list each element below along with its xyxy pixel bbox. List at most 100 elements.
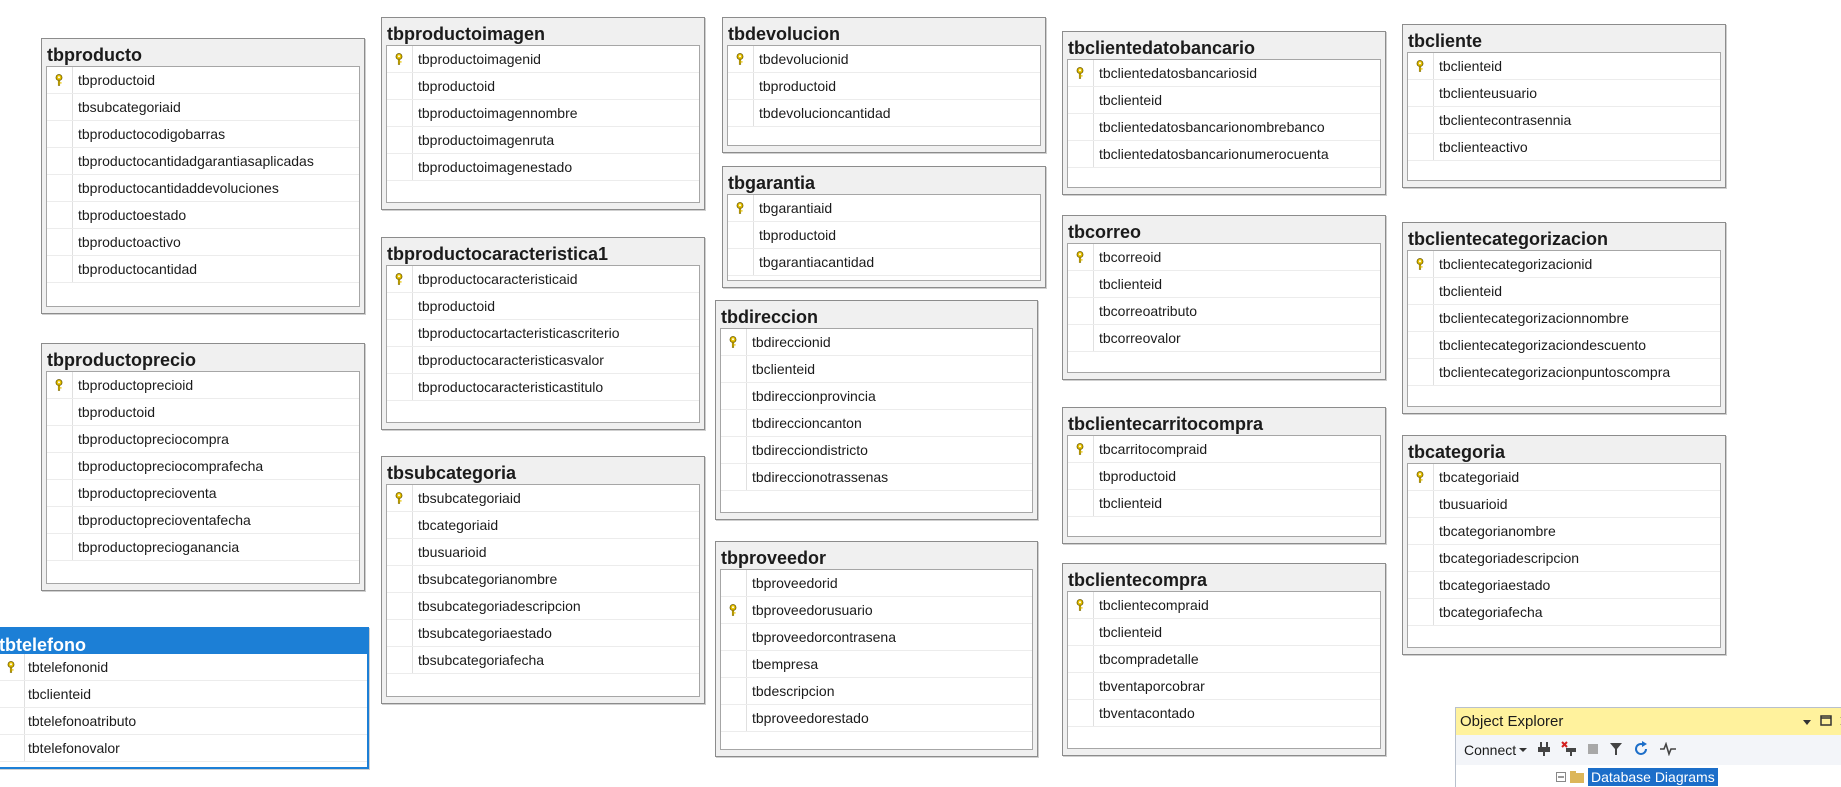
row-selector[interactable]	[387, 374, 413, 400]
row-selector[interactable]	[1408, 599, 1434, 625]
column-row[interactable]: tbproductocantidaddevoluciones	[47, 175, 359, 202]
row-selector[interactable]	[1068, 490, 1094, 516]
column-row[interactable]: tbproductoprecioventa	[47, 480, 359, 507]
row-selector[interactable]	[47, 426, 73, 452]
row-selector[interactable]	[47, 399, 73, 425]
column-row[interactable]: tbproductocantidadgarantiasaplicadas	[47, 148, 359, 175]
row-selector[interactable]	[1068, 271, 1094, 297]
row-selector[interactable]	[1068, 87, 1094, 113]
column-row[interactable]: tbclientecontrasennia	[1408, 107, 1720, 134]
column-row[interactable]: tbproveedorcontrasena	[721, 624, 1032, 651]
column-row[interactable]: tbproveedorid	[721, 570, 1032, 597]
column-row[interactable]: tbcorreovalor	[1068, 325, 1380, 352]
column-row[interactable]: tbclientedatosbancarionumerocuenta	[1068, 141, 1380, 168]
row-selector[interactable]	[721, 437, 747, 463]
row-selector[interactable]	[1408, 53, 1434, 79]
row-selector[interactable]	[387, 293, 413, 319]
column-row[interactable]: tbclientecategorizaciondescuento	[1408, 332, 1720, 359]
row-selector[interactable]	[387, 46, 413, 72]
row-selector[interactable]	[721, 651, 747, 677]
row-selector[interactable]	[1068, 646, 1094, 672]
row-selector[interactable]	[47, 372, 73, 398]
column-row[interactable]: tbtelefonoatributo	[0, 708, 367, 735]
column-row[interactable]: tbclienteid	[721, 356, 1032, 383]
column-row[interactable]: tbcategoriafecha	[1408, 599, 1720, 626]
column-row[interactable]: tbdescripcion	[721, 678, 1032, 705]
row-selector[interactable]	[1408, 251, 1434, 277]
column-row[interactable]: tbgarantiacantidad	[728, 249, 1040, 276]
column-row[interactable]: tbproveedorusuario	[721, 597, 1032, 624]
row-selector[interactable]	[1408, 491, 1434, 517]
column-row[interactable]: tbventaporcobrar	[1068, 673, 1380, 700]
column-row[interactable]: tbdireccionprovincia	[721, 383, 1032, 410]
row-selector[interactable]	[1068, 325, 1094, 351]
stop-icon[interactable]	[1587, 742, 1599, 758]
column-row[interactable]: tbsubcategoriaid	[47, 94, 359, 121]
column-row[interactable]: tbcategoriadescripcion	[1408, 545, 1720, 572]
column-row[interactable]: tbcarritocompraid	[1068, 436, 1380, 463]
column-row[interactable]: tbclienteid	[1068, 271, 1380, 298]
row-selector[interactable]	[1408, 305, 1434, 331]
column-row[interactable]: tbproductocaracteristicaid	[387, 266, 699, 293]
row-selector[interactable]	[47, 202, 73, 228]
refresh-icon[interactable]	[1633, 740, 1649, 760]
column-row[interactable]: tbproductoid	[47, 399, 359, 426]
row-selector[interactable]	[1408, 134, 1434, 160]
row-selector[interactable]	[728, 222, 754, 248]
column-row[interactable]: tbcorreoid	[1068, 244, 1380, 271]
row-selector[interactable]	[387, 566, 413, 592]
column-row[interactable]: tbclienteactivo	[1408, 134, 1720, 161]
row-selector[interactable]	[0, 654, 25, 680]
column-row[interactable]: tbtelefononid	[0, 654, 367, 681]
row-selector[interactable]	[1068, 298, 1094, 324]
row-selector[interactable]	[1068, 592, 1094, 618]
row-selector[interactable]	[1068, 463, 1094, 489]
row-selector[interactable]	[1408, 572, 1434, 598]
row-selector[interactable]	[1408, 518, 1434, 544]
row-selector[interactable]	[721, 624, 747, 650]
column-row[interactable]: tbproductoestado	[47, 202, 359, 229]
row-selector[interactable]	[728, 73, 754, 99]
row-selector[interactable]	[47, 121, 73, 147]
column-row[interactable]: tbsubcategoriadescripcion	[387, 593, 699, 620]
column-row[interactable]: tbclienteid	[1408, 278, 1720, 305]
table-tbproductocaracteristica1[interactable]: tbproductocaracteristica1 tbproductocara…	[381, 237, 705, 430]
column-row[interactable]: tbgarantiaid	[728, 195, 1040, 222]
row-selector[interactable]	[721, 383, 747, 409]
column-row[interactable]: tbempresa	[721, 651, 1032, 678]
row-selector[interactable]	[1408, 545, 1434, 571]
column-row[interactable]: tbsubcategoriafecha	[387, 647, 699, 674]
column-row[interactable]: tbsubcategorianombre	[387, 566, 699, 593]
column-row[interactable]: tbproductopreciocompra	[47, 426, 359, 453]
row-selector[interactable]	[387, 539, 413, 565]
row-selector[interactable]	[387, 154, 413, 180]
column-row[interactable]: tbproductoid	[728, 222, 1040, 249]
row-selector[interactable]	[47, 453, 73, 479]
column-row[interactable]: tbproductoimagennombre	[387, 100, 699, 127]
row-selector[interactable]	[1068, 60, 1094, 86]
row-selector[interactable]	[721, 410, 747, 436]
row-selector[interactable]	[0, 681, 25, 707]
row-selector[interactable]	[387, 266, 413, 292]
column-row[interactable]: tbclientecompraid	[1068, 592, 1380, 619]
row-selector[interactable]	[1408, 107, 1434, 133]
column-row[interactable]: tbdevolucionid	[728, 46, 1040, 73]
row-selector[interactable]	[0, 708, 25, 734]
row-selector[interactable]	[728, 100, 754, 126]
column-row[interactable]: tbproductocaracteristicastitulo	[387, 374, 699, 401]
column-row[interactable]: tbclienteid	[1068, 87, 1380, 114]
maximize-icon[interactable]	[1820, 713, 1832, 730]
row-selector[interactable]	[387, 347, 413, 373]
column-row[interactable]: tbclienteid	[0, 681, 367, 708]
row-selector[interactable]	[1068, 673, 1094, 699]
row-selector[interactable]	[387, 320, 413, 346]
column-row[interactable]: tbproductoimagenruta	[387, 127, 699, 154]
row-selector[interactable]	[47, 67, 73, 93]
column-row[interactable]: tbclientecategorizacionid	[1408, 251, 1720, 278]
column-row[interactable]: tbproductocartacteristicascriterio	[387, 320, 699, 347]
